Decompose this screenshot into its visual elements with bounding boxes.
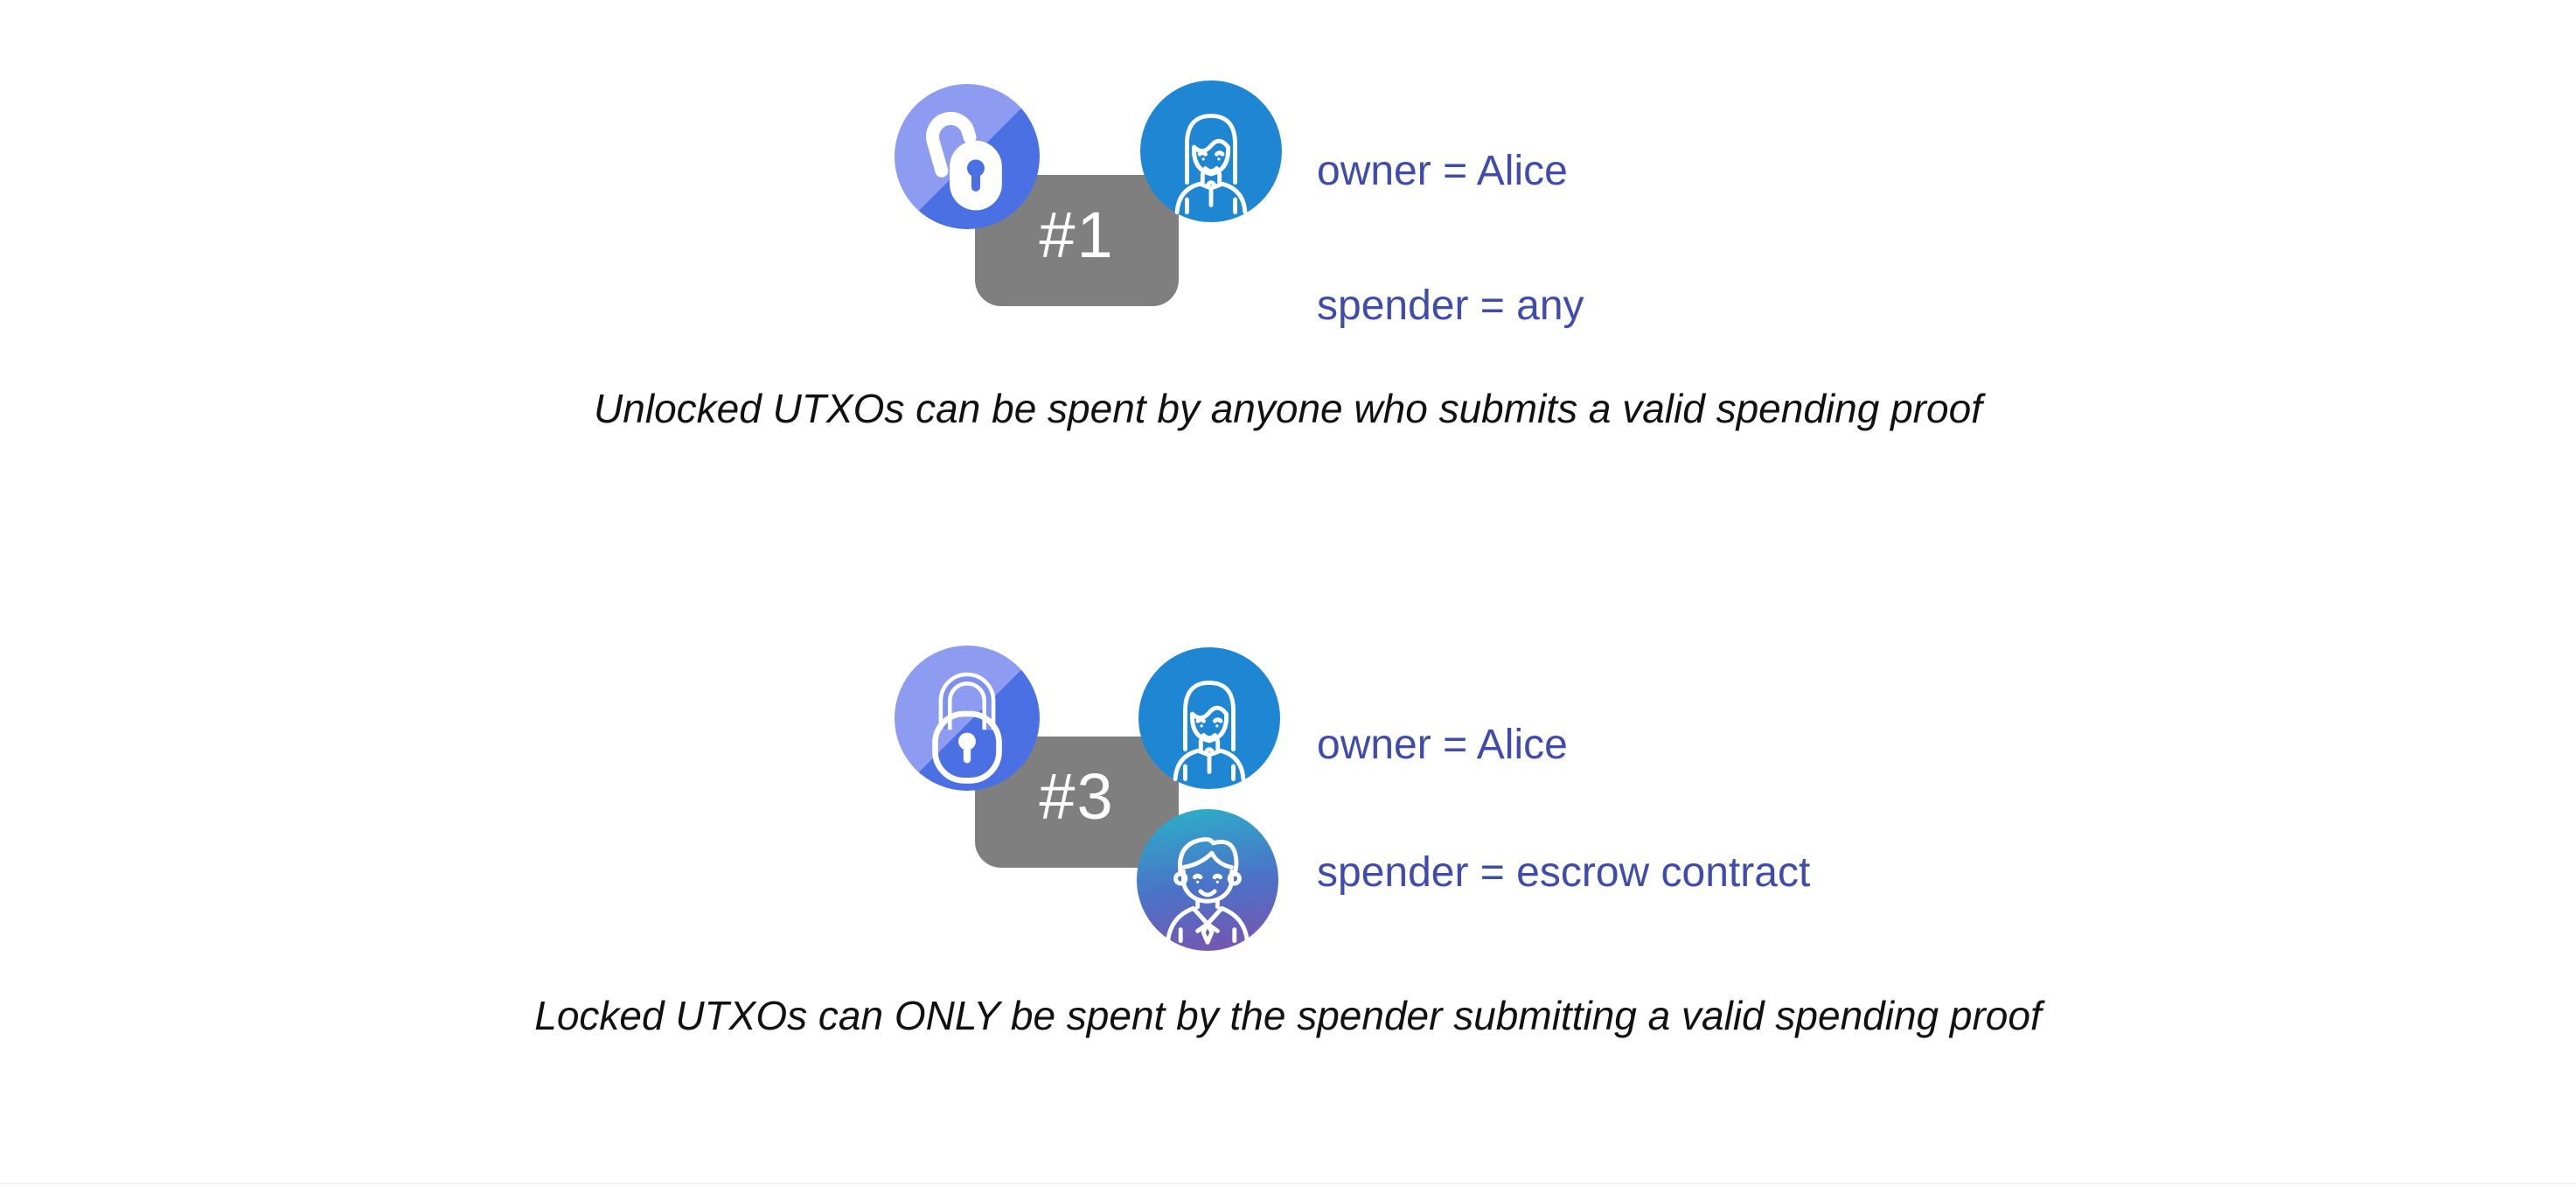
spender-label: spender = any bbox=[1317, 283, 1584, 329]
utxo-box-number: #1 bbox=[1039, 198, 1115, 271]
alice-avatar-icon bbox=[1138, 647, 1280, 789]
alice-avatar-icon bbox=[1140, 80, 1282, 222]
utxo-box-1: #1 bbox=[975, 175, 1179, 306]
unlocked-padlock-icon bbox=[895, 84, 1040, 229]
caption-unlocked: Unlocked UTXOs can be spent by anyone wh… bbox=[594, 386, 1982, 431]
escrow-contract-avatar-icon bbox=[1137, 809, 1278, 951]
owner-label: owner = Alice bbox=[1317, 148, 1568, 194]
locked-padlock-icon bbox=[895, 646, 1040, 791]
spender-label: spender = escrow contract bbox=[1317, 849, 1811, 896]
utxo-box-number: #3 bbox=[1039, 759, 1115, 833]
owner-label: owner = Alice bbox=[1317, 722, 1568, 768]
caption-locked: Locked UTXOs can ONLY be spent by the sp… bbox=[534, 993, 2042, 1038]
bottom-divider-line bbox=[0, 1183, 2576, 1184]
